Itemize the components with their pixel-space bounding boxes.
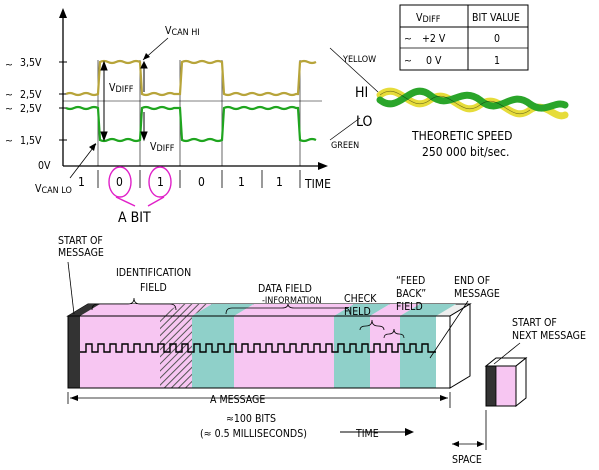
bit-label: 1 — [276, 175, 283, 189]
vdiff-label-left: VDIFF — [109, 82, 134, 95]
end-of-message-label: END OF — [454, 275, 490, 287]
message-bit-wave — [80, 343, 436, 353]
table-header-vdiff: VDIFF — [416, 12, 441, 25]
vdiff-label-right: VDIFF — [150, 141, 175, 154]
table-header-bit-value: BIT VALUE — [472, 12, 520, 24]
feedback-field-label: FIELD — [396, 301, 423, 313]
table-row-bit: 1 — [494, 55, 500, 67]
twisted-pair-wire: YELLOW GREEN HI LO THEORETIC SPEED 250 0… — [329, 47, 569, 159]
message-end-face — [449, 303, 471, 389]
ms-approx-label: (≈ 0.5 MILLISECONDS) — [200, 428, 307, 440]
vcan-lo-label: VCAN LO — [35, 183, 72, 196]
data-field-label: DATA FIELD — [258, 283, 312, 295]
wire-green-strand — [376, 87, 569, 112]
can-lo-signal — [65, 105, 317, 143]
bit-highlight-1 — [148, 166, 172, 198]
feedback-field-label: “FEED — [396, 275, 425, 287]
vdiff-arrows — [100, 60, 148, 142]
bottom-time-label: TIME — [355, 428, 379, 440]
bit-label: 0 — [116, 175, 123, 189]
table-row-voltage: 0 V — [426, 55, 442, 67]
y-axis-arrow — [59, 8, 67, 18]
feedback-brace — [383, 328, 405, 339]
bits-approx-label: ≈100 BITS — [226, 413, 276, 425]
y-tick-label: 2,5V — [20, 103, 42, 115]
wire-lo-label: LO — [356, 114, 373, 130]
table-row-symbol: ∼ — [404, 55, 412, 67]
y-tick-label: 2,5V — [20, 89, 42, 101]
start-of-message-label: START OF — [58, 235, 103, 247]
start-block — [68, 316, 80, 388]
check-field-brace — [359, 319, 385, 331]
data-field-sublabel: -INFORMATION — [262, 296, 322, 306]
start-next-message-label: START OF — [512, 317, 557, 329]
svg-text:∼: ∼ — [5, 59, 13, 71]
identification-brace — [91, 297, 177, 311]
wire-green-label: GREEN — [331, 141, 359, 151]
start-next-message-label: NEXT MESSAGE — [512, 330, 586, 342]
feedback-field-label: BACK” — [396, 288, 426, 300]
x-axis-arrow — [318, 162, 328, 170]
a-bit-connectors — [115, 196, 165, 207]
time-axis-label: TIME — [304, 177, 331, 191]
check-field-label: FIELD — [344, 306, 371, 318]
end-of-message-label: MESSAGE — [454, 288, 500, 300]
vcan-lo-leader — [69, 143, 97, 179]
identification-label: FIELD — [140, 282, 167, 294]
y-tick-label: 1,5V — [20, 135, 42, 147]
wire-yellow-label: YELLOW — [342, 55, 376, 65]
can-message-frame: START OF MESSAGE IDENTIFICATION FIELD DA… — [58, 235, 586, 466]
bit-highlight-0 — [108, 166, 132, 198]
y-tick-label: 0V — [38, 160, 51, 172]
vcan-hi-arrowhead — [143, 53, 150, 60]
next-message-body — [495, 365, 517, 407]
y-tick-label: 3,5V — [20, 57, 42, 69]
next-message-start — [486, 366, 496, 406]
table-row-voltage: +2 V — [422, 33, 446, 45]
end-gap — [436, 316, 450, 388]
bit-label: 1 — [157, 175, 164, 189]
speed-value: 250 000 bit/sec. — [422, 145, 509, 159]
can-hi-signal — [65, 59, 317, 97]
bit-label: 1 — [78, 175, 85, 189]
table-row-symbol: ∼ — [404, 33, 412, 45]
table-row-bit: 0 — [494, 33, 500, 45]
y-tick-marks — [59, 61, 67, 141]
bit-dividers — [97, 170, 301, 188]
vcan-hi-label: VCAN HI — [165, 25, 200, 38]
bit-label: 0 — [198, 175, 205, 189]
vcan-lo-arrowhead — [89, 143, 96, 151]
identification-label: IDENTIFICATION — [116, 267, 191, 279]
a-message-label: A MESSAGE — [210, 394, 265, 406]
a-bit-label: A BIT — [118, 210, 151, 226]
svg-text:∼: ∼ — [5, 135, 13, 147]
check-section — [334, 316, 370, 388]
data-field-brace — [225, 303, 351, 315]
y-tick-tildes: ∼ ∼ ∼ ∼ — [5, 59, 13, 147]
svg-text:∼: ∼ — [5, 89, 13, 101]
start-of-message-label: MESSAGE — [58, 247, 104, 259]
bit-label: 1 — [238, 175, 245, 189]
check-field-label: CHECK — [344, 293, 377, 305]
wire-hi-label: HI — [355, 85, 368, 101]
speed-title: THEORETIC SPEED — [411, 129, 512, 143]
vdiff-bit-table: VDIFF BIT VALUE ∼ +2 V 0 ∼ 0 V 1 — [399, 4, 529, 71]
bit-boundary-lines — [97, 60, 301, 166]
space-label: SPACE — [452, 454, 482, 466]
svg-text:∼: ∼ — [5, 103, 13, 115]
signal-chart: ∼ ∼ ∼ ∼ 3,5V 2,5V 2,5V 1,5V 0V — [5, 8, 331, 226]
